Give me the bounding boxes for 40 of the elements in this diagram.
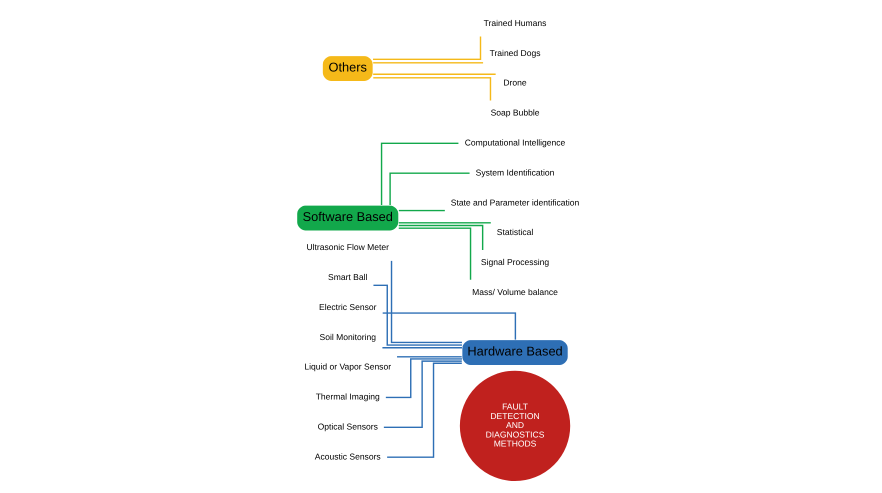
node-text: System Identification <box>476 167 554 178</box>
node-text: Acoustic Sensors <box>314 451 381 462</box>
node-text: Soil Monitoring <box>320 332 376 342</box>
connector <box>373 36 482 60</box>
node-text: Smart Ball <box>328 272 368 282</box>
node-circle: FAULT DETECTION AND DIAGNOSTICS METHODS <box>458 368 572 484</box>
connector <box>386 358 462 398</box>
node-text: Mass/ Volume balance <box>472 286 558 297</box>
node-box: Hardware Based <box>462 339 568 366</box>
connector <box>398 210 445 212</box>
node-box: Software Based <box>296 204 399 232</box>
connector <box>382 347 462 348</box>
node-text: Electric Sensor <box>319 302 376 312</box>
node-box: Others <box>322 55 374 82</box>
node-text: Trained Dogs <box>490 48 540 58</box>
connector <box>373 284 462 346</box>
connector <box>380 142 458 205</box>
connector <box>373 62 484 64</box>
connector <box>397 356 462 358</box>
connector <box>398 224 484 250</box>
connector <box>373 74 496 75</box>
node-text: State and Parameter identification <box>450 197 580 208</box>
connector <box>389 172 470 206</box>
node-text: Drone <box>503 78 527 88</box>
connector <box>398 222 491 224</box>
connector <box>384 360 462 428</box>
node-text: Statistical <box>496 227 534 238</box>
node-text: Computational Intelligence <box>464 137 566 148</box>
node-text: Liquid or Vapor Sensor <box>304 362 392 372</box>
connector <box>387 362 462 458</box>
node-text: Trained Humans <box>484 18 546 28</box>
node-text: Optical Sensors <box>318 422 378 432</box>
connector <box>390 260 462 344</box>
node-text: Soap Bubble <box>490 108 540 118</box>
node-text: Signal Processing <box>480 257 550 268</box>
node-text: Thermal Imaging <box>316 392 380 402</box>
node-text: Ultrasonic Flow Meter <box>306 242 389 252</box>
connector <box>398 227 472 280</box>
connector <box>373 77 492 101</box>
connector <box>382 312 516 340</box>
